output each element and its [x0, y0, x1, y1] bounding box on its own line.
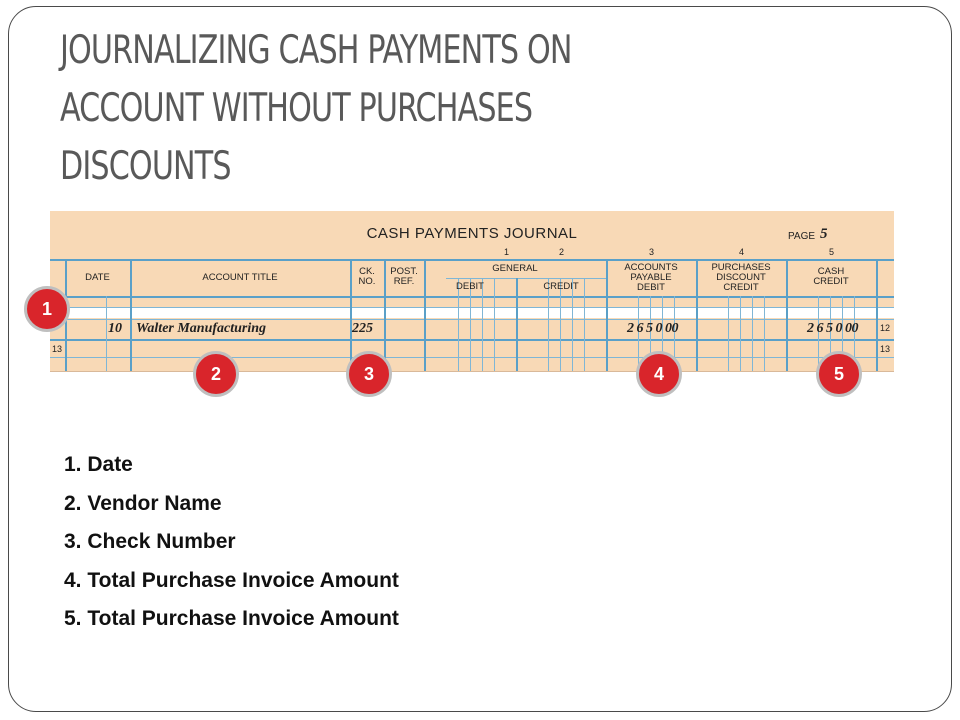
callout-marker-3: 3 [346, 351, 392, 397]
col-rule [482, 278, 483, 371]
header-bottom-rule [50, 296, 894, 298]
callout-marker-2: 2 [193, 351, 239, 397]
header-ap-line1: ACCOUNTS [624, 262, 678, 273]
row-13-rule [50, 357, 894, 358]
legend-item-vendor: 2. Vendor Name [64, 491, 222, 515]
col-rule [560, 278, 561, 371]
col-rule [674, 296, 675, 371]
legend-list: 1. Date 2. Vendor Name 3. Check Number 4… [64, 450, 399, 643]
col-rule [830, 296, 831, 371]
column-number-2: 2 [559, 247, 565, 257]
header-pd-line2: DISCOUNT [716, 272, 766, 283]
row-11-rule [50, 307, 894, 308]
general-divider-rule [446, 278, 606, 279]
col-rule [516, 278, 518, 371]
col-rule [842, 296, 843, 371]
column-number-1: 1 [504, 247, 510, 257]
col-rule [728, 296, 729, 371]
header-cash-line1: CASH [817, 266, 845, 277]
header-ap-line2: PAYABLE [630, 272, 672, 283]
title-line-3: DISCOUNTS [60, 144, 231, 189]
col-rule [752, 296, 753, 371]
col-rule [494, 278, 495, 371]
slide-title: JOURNALIZING CASH PAYMENTS ON ACCOUNT WI… [60, 22, 800, 196]
col-rule [764, 296, 765, 371]
header-pd-line1: PURCHASES [711, 262, 771, 273]
legend-item-invoice-4: 4. Total Purchase Invoice Amount [64, 568, 399, 592]
callout-marker-4: 4 [636, 351, 682, 397]
col-rule [786, 259, 788, 371]
entry-account-title: Walter Manufacturing [136, 321, 267, 336]
header-general: GENERAL [492, 263, 538, 274]
header-ck-line2: NO. [358, 276, 376, 287]
col-rule [458, 278, 459, 371]
header-ap-line3: DEBIT [637, 282, 665, 293]
column-number-3: 3 [649, 247, 655, 257]
row-12-top-rule [50, 319, 894, 320]
col-rule [854, 296, 855, 371]
header-pd-line3: CREDIT [723, 282, 759, 293]
header-purchases-discount: PURCHASES DISCOUNT CREDIT [696, 263, 786, 293]
page-number: 5 [820, 226, 828, 242]
header-general-credit: CREDIT [543, 281, 579, 292]
row-12-bottom-rule [50, 339, 894, 341]
row-number-13-right: 13 [880, 344, 891, 354]
col-rule [130, 259, 132, 371]
entry-accounts-payable-debit: 2 6 5 0 00 [627, 321, 679, 336]
col-rule [470, 278, 471, 371]
cash-payments-journal: CASH PAYMENTS JOURNAL PAGE 5 1 2 3 4 5 D… [50, 211, 894, 372]
callout-marker-1: 1 [24, 286, 70, 332]
header-account-title: ACCOUNT TITLE [202, 272, 278, 283]
col-rule [572, 278, 573, 371]
col-rule [350, 259, 352, 371]
row-number-13-left: 13 [52, 344, 63, 354]
title-line-2: ACCOUNT WITHOUT PURCHASES [60, 86, 533, 131]
col-rule [548, 278, 549, 371]
col-rule [740, 296, 741, 371]
col-rule [424, 259, 426, 371]
entry-cash-credit: 2 6 5 0 00 [807, 321, 859, 336]
col-rule [696, 259, 698, 371]
legend-item-check: 3. Check Number [64, 530, 236, 553]
page-label: PAGE [788, 231, 816, 242]
callout-marker-5: 5 [816, 351, 862, 397]
legend-item-invoice-5: 5. Total Purchase Invoice Amount [64, 607, 399, 630]
col-rule [662, 296, 663, 371]
row-number-12: 12 [880, 323, 891, 333]
header-cash-credit: CASH CREDIT [786, 267, 876, 287]
col-rule [650, 296, 651, 371]
header-post-line1: POST. [390, 266, 418, 277]
col-rule [606, 259, 608, 371]
entry-check-no: 225 [352, 321, 373, 336]
col-rule [876, 259, 878, 371]
header-general-debit: DEBIT [456, 281, 484, 292]
column-number-5: 5 [829, 247, 835, 257]
header-accounts-payable: ACCOUNTS PAYABLE DEBIT [606, 263, 696, 293]
col-rule [384, 259, 386, 371]
header-ck-no: CK. NO. [350, 267, 384, 287]
col-rule [106, 296, 107, 371]
col-rule [818, 296, 819, 371]
header-post-line2: REF. [393, 276, 415, 287]
legend-item-date: 1. Date [64, 453, 133, 476]
col-rule [584, 278, 585, 371]
header-top-rule [50, 259, 894, 261]
highlight-band [50, 308, 894, 318]
journal-title: CASH PAYMENTS JOURNAL [366, 225, 578, 242]
header-cash-line2: CREDIT [813, 276, 849, 287]
title-line-1: JOURNALIZING CASH PAYMENTS ON [60, 28, 572, 73]
col-rule [638, 296, 639, 371]
entry-day: 10 [108, 321, 122, 336]
header-post-ref: POST. REF. [384, 267, 424, 287]
header-ck-line1: CK. [359, 266, 375, 277]
header-date: DATE [85, 272, 110, 283]
column-number-4: 4 [739, 247, 745, 257]
